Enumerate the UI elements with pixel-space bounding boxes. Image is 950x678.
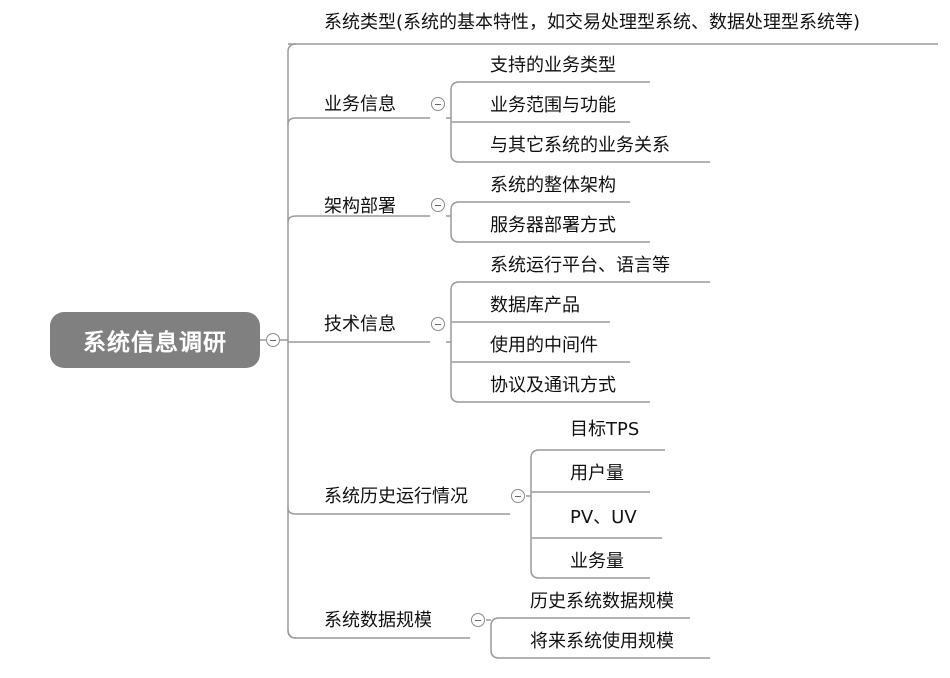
stem-scale (486, 619, 500, 659)
collapse-architecture-icon[interactable] (431, 198, 445, 212)
stem-history (526, 458, 540, 579)
node-tech-child[interactable]: 协议及通讯方式 (490, 375, 616, 396)
node-history-child[interactable]: 目标TPS (570, 419, 640, 440)
node-history-child[interactable]: 用户量 (570, 463, 624, 484)
node-history-child[interactable]: PV、UV (570, 507, 637, 528)
node-system-type[interactable]: 系统类型(系统的基本特性，如交易处理型系统、数据处理型系统等) (324, 12, 861, 33)
collapse-history-icon[interactable] (511, 489, 525, 503)
node-tech[interactable]: 技术信息 (324, 314, 396, 335)
stem-tech (446, 290, 460, 403)
node-business-child[interactable]: 业务范围与功能 (490, 95, 616, 116)
node-scale-child[interactable]: 将来系统使用规模 (530, 631, 674, 652)
node-tech-child[interactable]: 系统运行平台、语言等 (490, 255, 670, 276)
underline-business (287, 117, 430, 125)
node-architecture[interactable]: 架构部署 (324, 196, 396, 217)
node-scale[interactable]: 系统数据规模 (324, 610, 432, 631)
node-scale-child[interactable]: 历史系统数据规模 (530, 591, 674, 612)
collapse-business-icon[interactable] (431, 97, 445, 111)
underline-architecture (287, 215, 430, 223)
stem-business (446, 90, 460, 163)
underline-scale (287, 629, 470, 639)
node-business-child[interactable]: 支持的业务类型 (490, 55, 616, 76)
stem-architecture (446, 210, 460, 243)
node-tech-child[interactable]: 使用的中间件 (490, 335, 598, 356)
node-tech-child[interactable]: 数据库产品 (490, 295, 580, 316)
node-architecture-child[interactable]: 系统的整体架构 (490, 175, 616, 196)
node-business-child[interactable]: 与其它系统的业务关系 (490, 135, 670, 156)
node-history[interactable]: 系统历史运行情况 (324, 486, 468, 507)
collapse-tech-icon[interactable] (431, 317, 445, 331)
root-node[interactable]: 系统信息调研 (50, 312, 260, 368)
collapse-root-icon[interactable] (266, 333, 280, 347)
node-business[interactable]: 业务信息 (324, 94, 396, 115)
underline-history (287, 507, 510, 515)
main-trunk (287, 43, 297, 639)
collapse-scale-icon[interactable] (471, 613, 485, 627)
node-history-child[interactable]: 业务量 (570, 551, 624, 572)
node-architecture-child[interactable]: 服务器部署方式 (490, 215, 616, 236)
